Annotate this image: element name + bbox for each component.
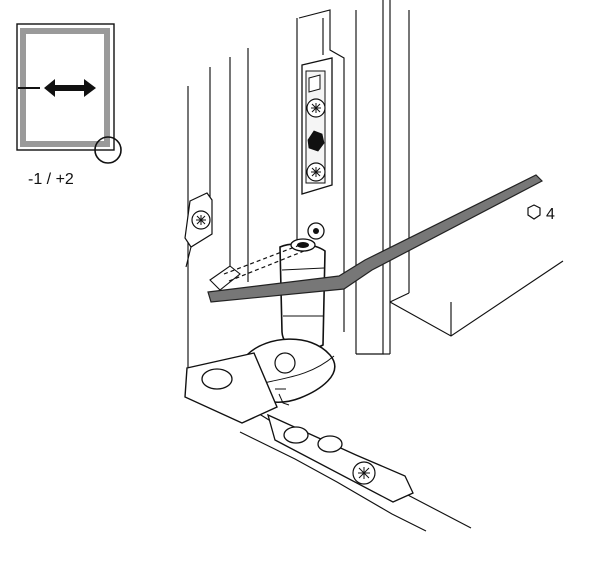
horizontal-double-arrow-icon — [44, 79, 96, 97]
bottom-hinge-plate — [184, 352, 414, 503]
hinge-strip-square — [308, 74, 321, 93]
hinge-base-hole — [274, 352, 296, 374]
allen-key-tip — [209, 265, 241, 291]
adjustment-reference — [16, 23, 122, 164]
corner-highlight-circle — [94, 136, 122, 164]
hinge-socket — [297, 242, 309, 248]
left-mounting-plate — [184, 192, 213, 268]
screw-icon — [196, 215, 206, 225]
bottom-plate-hole — [283, 426, 309, 444]
hex-key-icon — [207, 174, 544, 303]
bottom-plate-hole — [201, 368, 233, 390]
vertical-hinge-strip — [301, 57, 333, 240]
bottom-plate-hole — [317, 435, 343, 453]
small-bolt-center — [313, 228, 319, 234]
sash-vertical-profile — [298, 9, 345, 332]
hinge-strip-inset — [305, 70, 326, 184]
sash-side-panel — [356, 0, 384, 355]
screw-icon — [311, 103, 321, 113]
hinge-strip-dark-square — [307, 130, 325, 152]
sash-bottom-plate — [389, 260, 564, 337]
frame-bottom-inner-edge — [239, 431, 427, 532]
screw-icon — [311, 167, 321, 177]
adjustment-range-label: -1 / +2 — [28, 171, 74, 188]
tool-size-label: 4 — [546, 206, 555, 223]
allen-key — [207, 174, 544, 303]
hinge-cylinder-ring — [281, 267, 325, 271]
sash-top-step — [389, 292, 410, 303]
mounting-plate-edge — [185, 246, 192, 268]
screw-icon — [358, 467, 370, 479]
tool-size-symbol — [527, 204, 541, 220]
hinge-cylinder — [279, 243, 326, 351]
hex-key-icon — [527, 204, 541, 220]
hinge-r-marking — [278, 393, 290, 406]
